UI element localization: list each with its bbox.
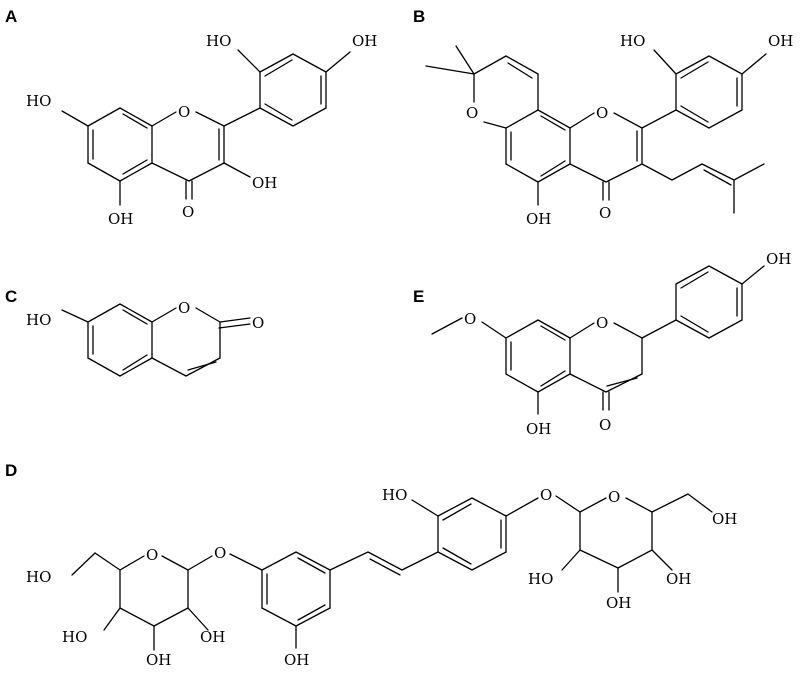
structure-a-bonds [61, 49, 351, 206]
atom-ho-ch2-left: HO [26, 568, 51, 586]
panel-label-a: A [5, 7, 17, 26]
atom-o-carbonyl: O [252, 314, 264, 332]
structure-b-bonds [425, 45, 767, 214]
structure-e: E [413, 250, 791, 438]
panel-label-d: D [5, 461, 17, 480]
atom-o-ring: O [178, 299, 190, 317]
atom-ho-2prime: HO [620, 32, 645, 50]
structure-a: A [5, 7, 377, 228]
atom-oh-right-sugar-3: OH [606, 594, 631, 612]
atom-ho-left-sugar-4: HO [62, 628, 87, 646]
atom-oh-resorcinol: OH [284, 651, 309, 669]
atom-o-ring: O [596, 314, 608, 332]
atom-o-glycoside-right: O [540, 486, 552, 504]
structure-d-bonds [71, 493, 713, 651]
atom-oh-5: OH [526, 210, 551, 228]
atom-o-carbonyl: O [182, 203, 194, 221]
atom-oh-right-sugar-4: OH [666, 570, 691, 588]
atom-oh-left-sugar-3: OH [146, 651, 171, 669]
atom-oh-left-sugar-2: OH [200, 628, 225, 646]
atom-o-glycoside-left: O [214, 544, 226, 562]
structure-e-bonds [431, 265, 765, 415]
atom-o-carbonyl: O [599, 416, 611, 434]
atom-o-carbonyl: O [599, 204, 611, 222]
structure-d: D [5, 461, 737, 669]
atom-oh-4prime: OH [352, 32, 377, 50]
atom-oh-5: OH [108, 210, 133, 228]
atom-oh-3: OH [252, 174, 277, 192]
atom-oh-5: OH [526, 420, 551, 438]
structure-b: B [413, 7, 793, 228]
atom-oh-4prime: OH [766, 250, 791, 268]
atom-ho-right-sugar-2: HO [528, 570, 553, 588]
atom-oh-ch2-right: OH [712, 510, 737, 528]
atom-o-methoxy: O [464, 310, 476, 328]
atom-o-ring: O [178, 103, 190, 121]
panel-label-c: C [5, 287, 17, 306]
atom-oh-4prime: OH [768, 32, 793, 50]
atom-o-ring-left-sugar: O [146, 546, 158, 564]
atom-ho-7: HO [26, 311, 51, 329]
atom-o-ring-right-sugar: O [608, 488, 620, 506]
atom-ho-2prime: HO [206, 32, 231, 50]
atom-o-pyran: O [466, 104, 478, 122]
atom-o-ring: O [596, 104, 608, 122]
panel-label-e: E [413, 287, 424, 306]
atom-ho-aryl: HO [382, 486, 407, 504]
structure-c-bonds [61, 303, 251, 377]
atom-ho-7: HO [26, 92, 51, 110]
structure-c: C O O HO [5, 287, 264, 377]
panel-label-b: B [413, 7, 425, 26]
